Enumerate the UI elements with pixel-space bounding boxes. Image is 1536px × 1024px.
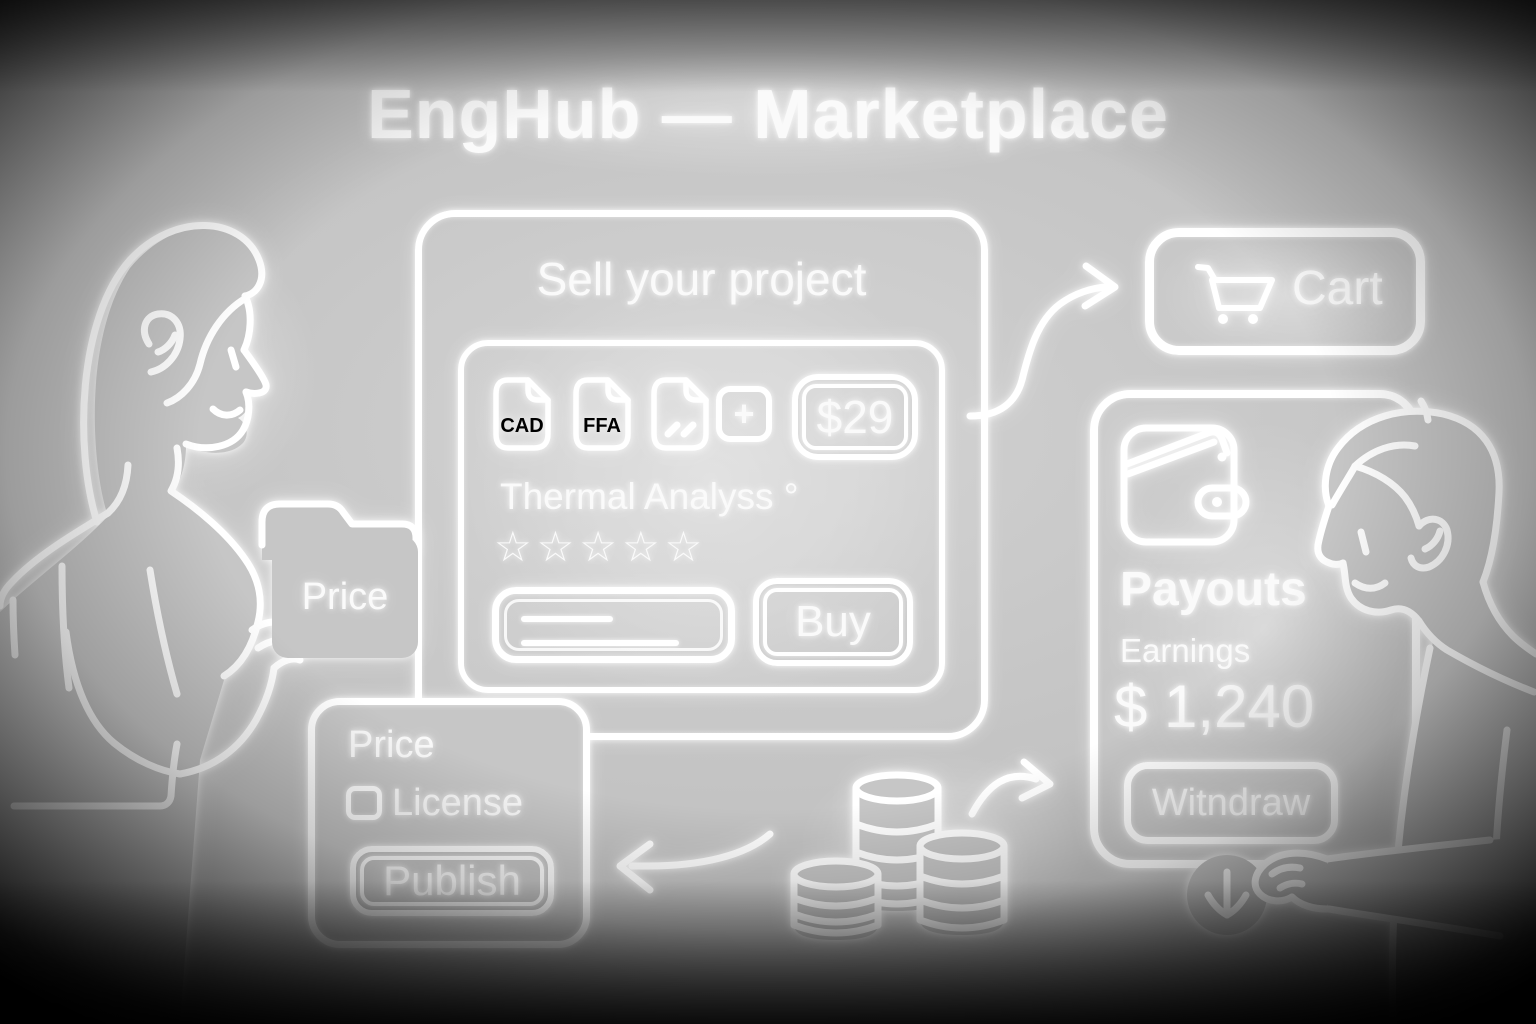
- file-icon: [573, 377, 631, 451]
- coins-halo: [750, 720, 1140, 970]
- earnings-value: $ 1,240: [1114, 673, 1315, 740]
- page-title: EngHub — Marketplace: [367, 75, 1169, 153]
- payouts-heading: Payouts: [1120, 563, 1307, 616]
- license-checkbox[interactable]: [346, 786, 382, 820]
- price-badge-value: $29: [816, 391, 894, 443]
- input-text-line: [521, 616, 613, 622]
- input-text-line: [521, 640, 679, 646]
- withdraw-button[interactable]: Witndraw: [1124, 762, 1338, 844]
- publish-card-price-label: Price: [348, 724, 435, 766]
- blank-file-icon: [651, 377, 709, 451]
- file-icon: [493, 377, 551, 451]
- cart-button[interactable]: Cart: [1145, 228, 1425, 355]
- file-badge-label: FFA: [583, 415, 621, 437]
- price-badge: $29: [792, 374, 918, 460]
- file-cad-badge[interactable]: CAD: [488, 372, 556, 456]
- listing-input[interactable]: [492, 587, 735, 663]
- sell-card-heading: Sell your project: [536, 253, 867, 305]
- file-ffa-badge[interactable]: FFA: [568, 372, 636, 456]
- publish-button[interactable]: Publish: [350, 846, 554, 916]
- buy-button[interactable]: Buy: [753, 578, 913, 666]
- blank-file-badge[interactable]: [646, 372, 714, 456]
- cart-icon: [1195, 264, 1275, 324]
- package-price-label: Price: [301, 576, 389, 618]
- plus-icon: +: [733, 393, 755, 434]
- earnings-label: Earnings: [1120, 632, 1251, 669]
- add-file-button[interactable]: +: [716, 386, 772, 442]
- buy-button-label: Buy: [795, 597, 871, 646]
- listing-title: Thermal Analyss °: [500, 476, 799, 517]
- rating-stars[interactable]: ☆☆☆☆☆: [494, 522, 708, 571]
- seller-halo: [30, 190, 360, 550]
- publish-button-label: Publish: [383, 857, 521, 904]
- withdraw-button-label: Witndraw: [1151, 781, 1311, 824]
- cart-button-label: Cart: [1292, 262, 1383, 315]
- license-label: License: [392, 782, 523, 824]
- wallet-icon: [1120, 424, 1250, 546]
- file-badge-label: CAD: [500, 415, 543, 437]
